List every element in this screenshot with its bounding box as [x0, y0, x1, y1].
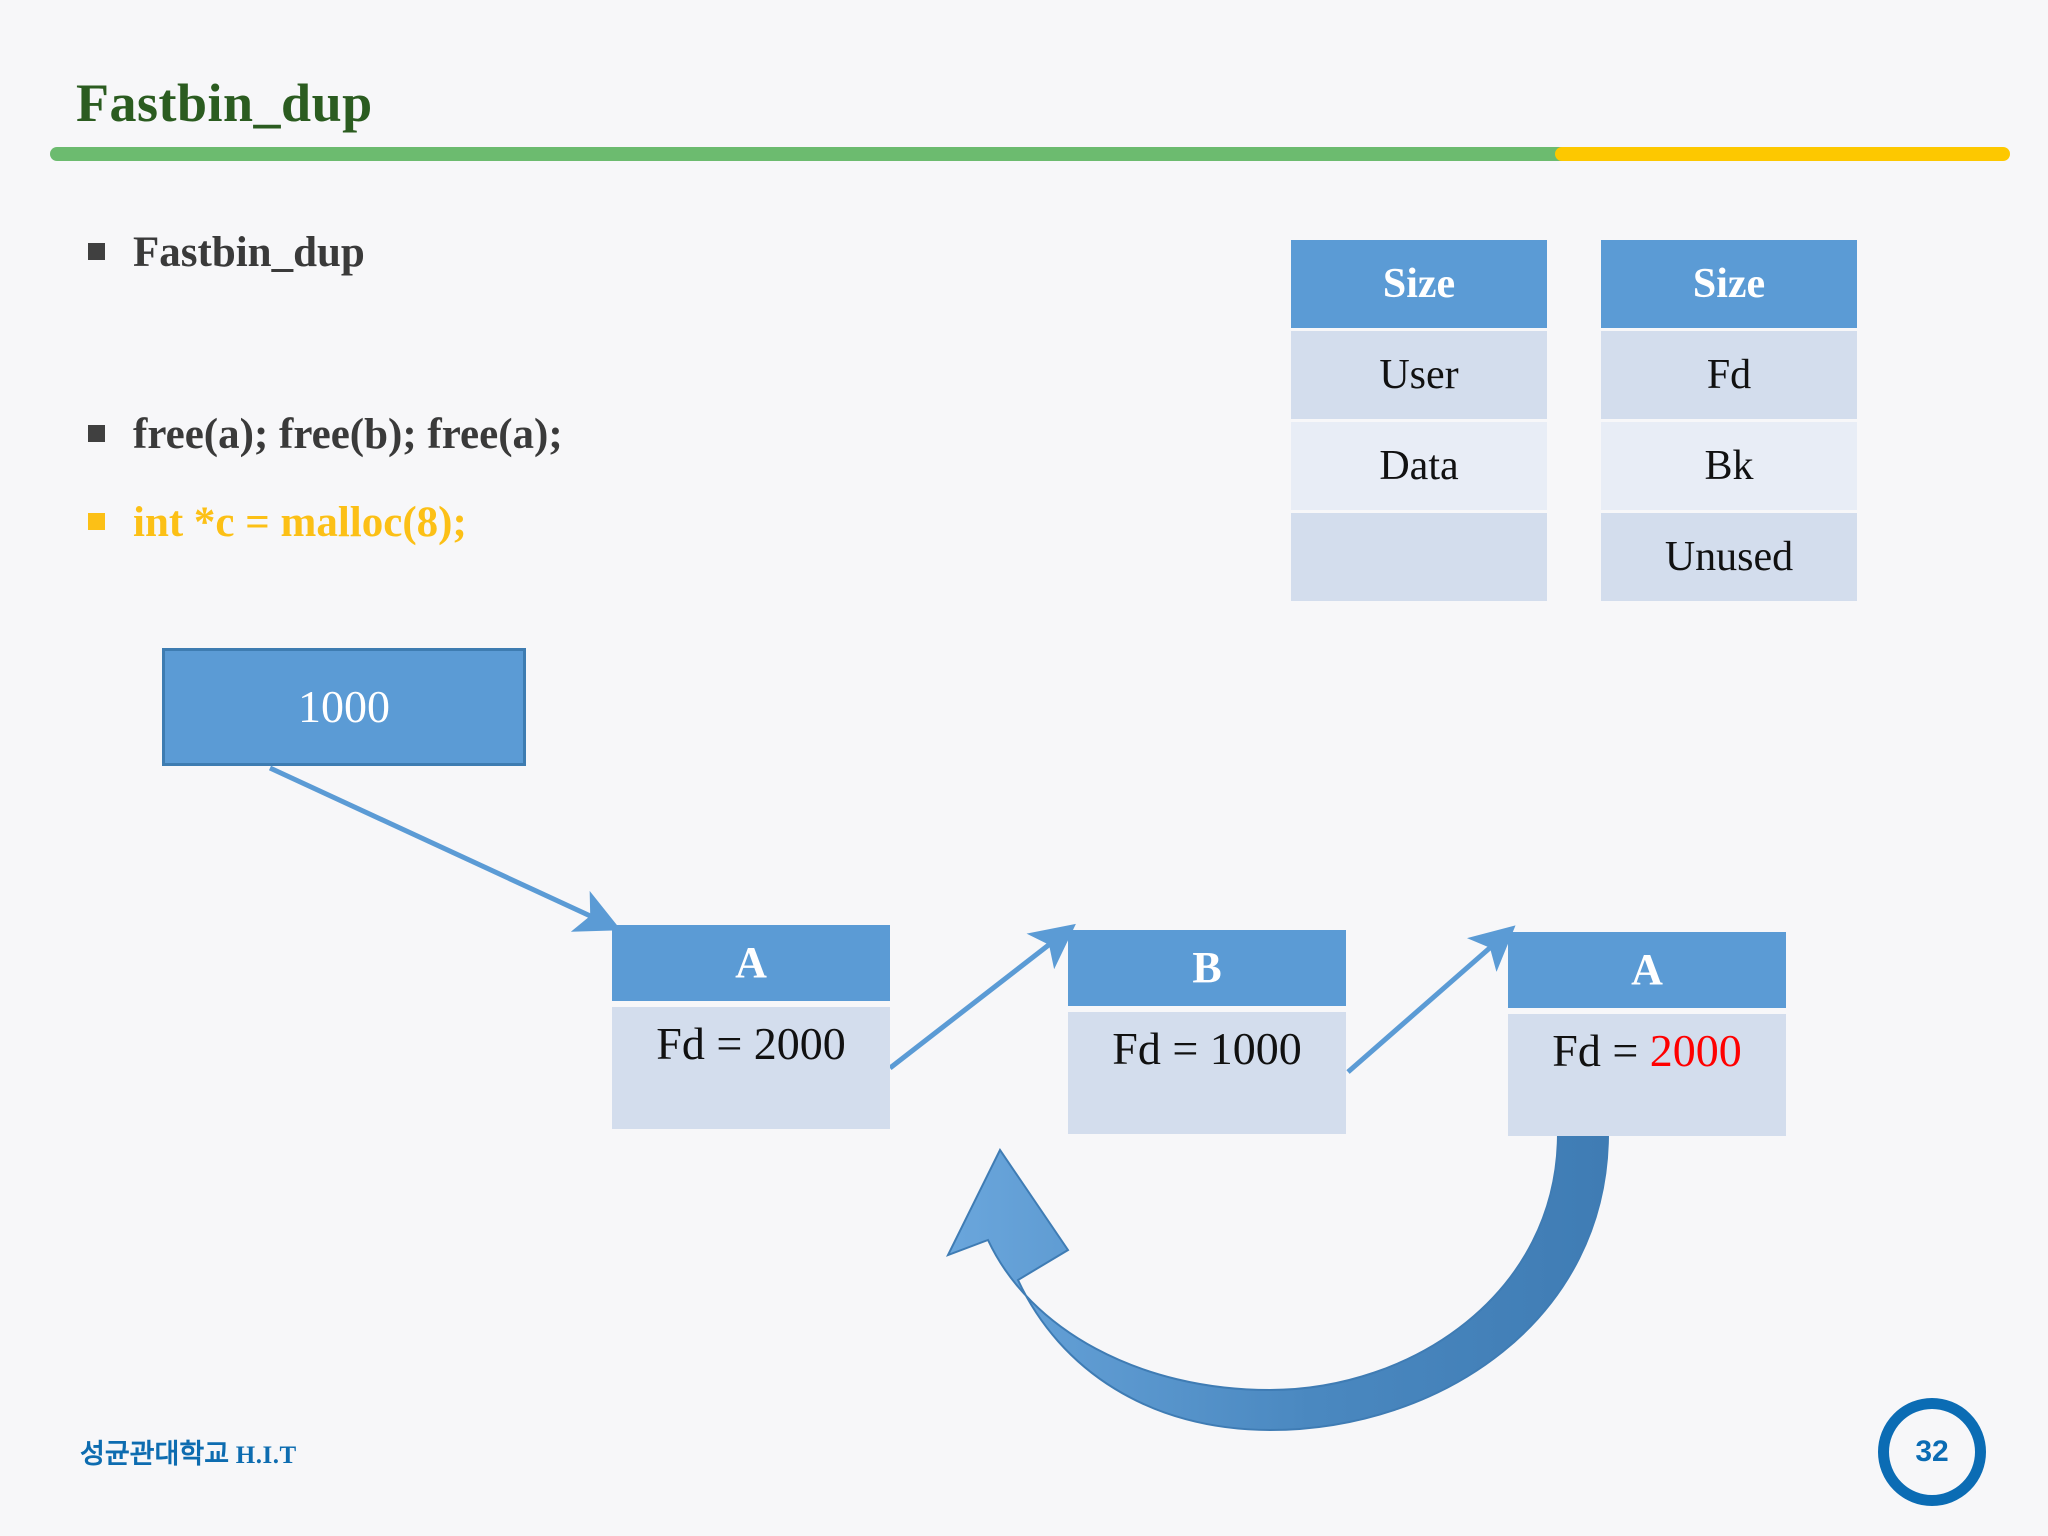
- chunk-cell-fd: Fd: [1601, 331, 1857, 419]
- chunk-cell-unused: Unused: [1601, 513, 1857, 601]
- node-body-prefix: Fd =: [1112, 1023, 1210, 1074]
- curved-loop-arrow: [945, 1132, 1610, 1432]
- footer-org-label: 성균관대학교: [80, 1439, 230, 1469]
- chunk-table-free: Size Fd Bk Unused: [1601, 240, 1857, 604]
- footer-lab-label: H.I.T: [235, 1442, 297, 1469]
- bullet-label-2: int *c = malloc(8);: [133, 499, 467, 546]
- bullet-item-1: free(a); free(b); free(a);: [88, 410, 563, 459]
- node-header-a2: A: [1508, 932, 1786, 1008]
- square-bullet-icon: [88, 425, 105, 442]
- bullet-label-1: free(a); free(b); free(a);: [133, 411, 563, 458]
- node-body-value: 1000: [1209, 1023, 1302, 1074]
- node-body-prefix: Fd =: [656, 1018, 754, 1069]
- node-header-b: B: [1068, 930, 1346, 1006]
- arrow-a1-to-b: [888, 923, 1076, 1070]
- chunk-cell-user: User: [1291, 331, 1547, 419]
- node-body-value-highlighted: 2000: [1649, 1025, 1742, 1076]
- arrow-root-to-a1: [268, 765, 622, 932]
- bullet-label-0: Fastbin_dup: [133, 229, 365, 276]
- node-box-b: B Fd = 1000: [1068, 930, 1346, 1134]
- title-rule-gold: [1555, 147, 2010, 161]
- square-bullet-icon: [88, 243, 105, 260]
- chunk-cell-empty: [1291, 513, 1547, 601]
- chunk-cell-data: Data: [1291, 422, 1547, 510]
- page-title: Fastbin_dup: [76, 73, 373, 133]
- node-body-a2: Fd = 2000: [1508, 1014, 1786, 1136]
- bullet-item-0: Fastbin_dup: [88, 228, 365, 277]
- footer-logo: 성균관대학교 H.I.T: [80, 1432, 297, 1471]
- title-rule-green: [50, 147, 1610, 161]
- chunk-cell-size: Size: [1601, 240, 1857, 328]
- node-box-a2: A Fd = 2000: [1508, 932, 1786, 1136]
- node-body-value: 2000: [753, 1018, 846, 1069]
- node-box-a1: A Fd = 2000: [612, 925, 890, 1129]
- node-body-a1: Fd = 2000: [612, 1007, 890, 1129]
- node-body-b: Fd = 1000: [1068, 1012, 1346, 1134]
- square-bullet-icon: [88, 513, 105, 530]
- node-header-a1: A: [612, 925, 890, 1001]
- fastbin-head-box: 1000: [162, 648, 526, 766]
- bullet-item-2: int *c = malloc(8);: [88, 498, 467, 547]
- chunk-cell-size: Size: [1291, 240, 1547, 328]
- chunk-cell-bk: Bk: [1601, 422, 1857, 510]
- node-body-prefix: Fd =: [1552, 1025, 1650, 1076]
- page-number-badge: 32: [1878, 1398, 1986, 1506]
- arrow-b-to-a2: [1346, 925, 1516, 1074]
- chunk-table-allocated: Size User Data: [1291, 240, 1547, 604]
- page-number-label: 32: [1915, 1435, 1949, 1468]
